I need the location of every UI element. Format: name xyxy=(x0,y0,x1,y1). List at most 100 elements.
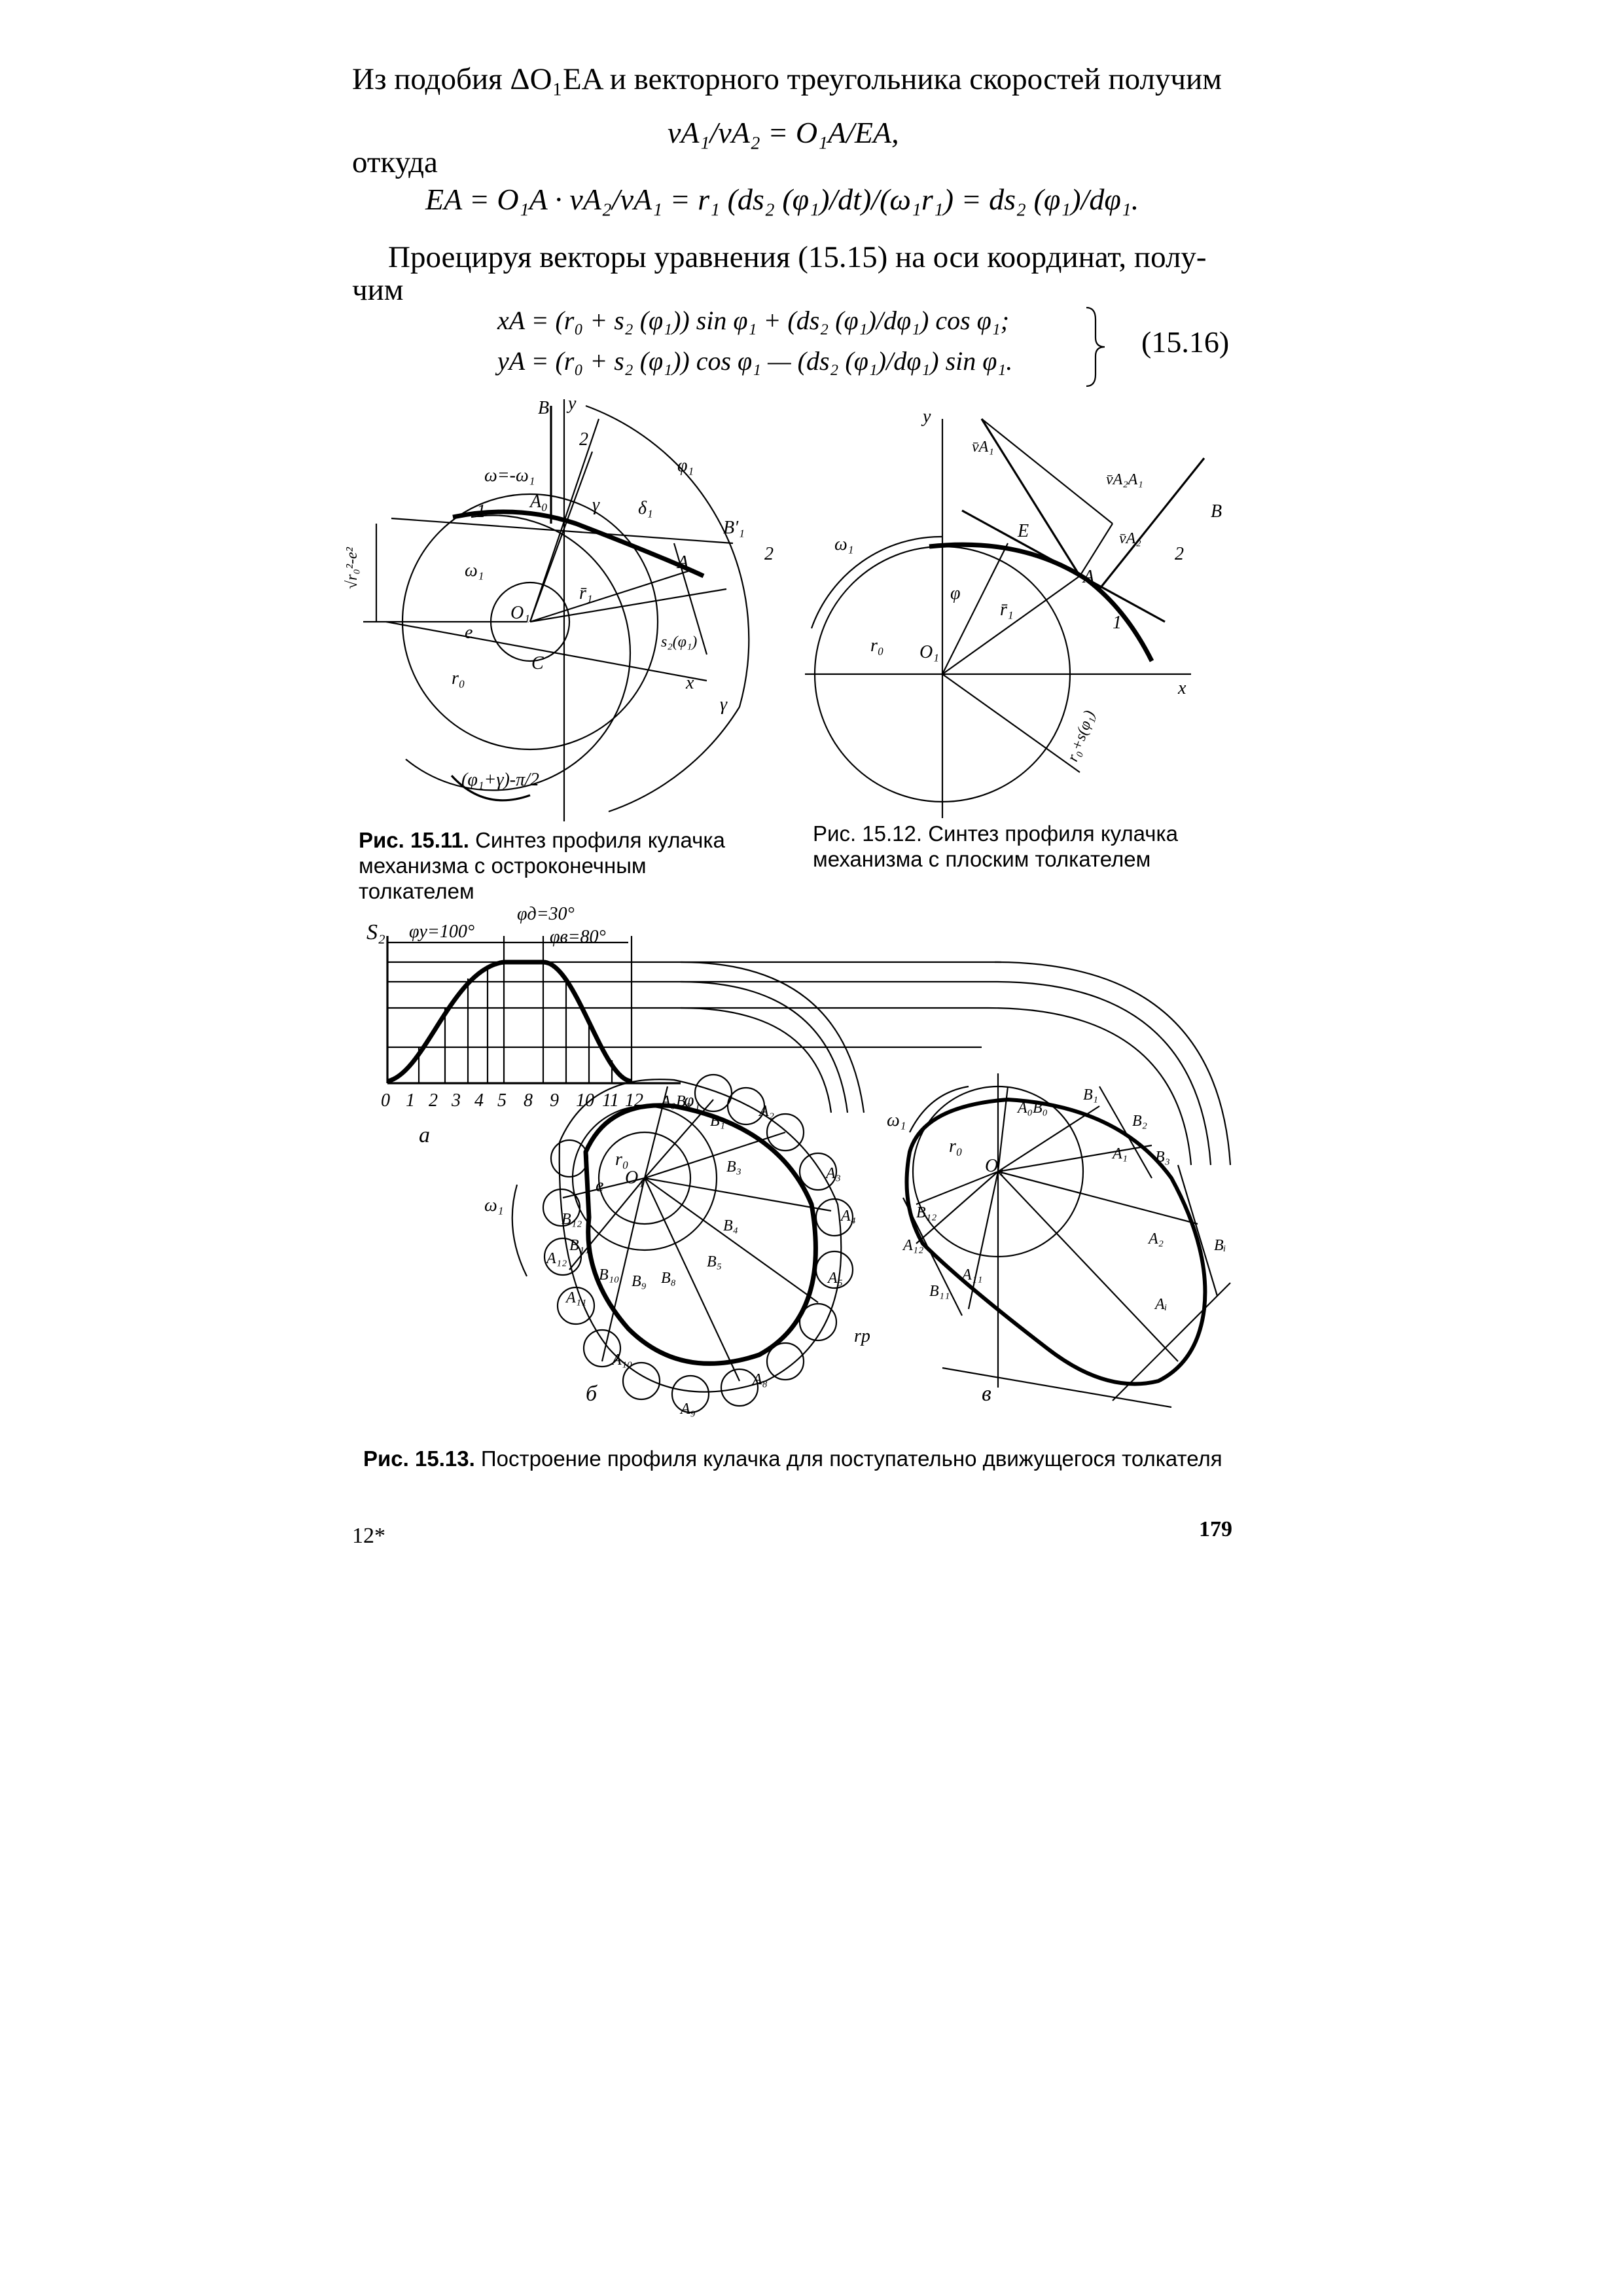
equation-brace xyxy=(1086,306,1105,387)
fig13-b-A10: A₁₀ xyxy=(611,1352,632,1369)
fig13-v-A1: A₁ xyxy=(1111,1145,1128,1162)
caption-fig-15-13: Рис. 15.13. Построение профиля кулачка д… xyxy=(363,1446,1234,1472)
fig13-b-A5: A₅ xyxy=(827,1270,843,1287)
radius-e-12 xyxy=(942,543,1008,675)
fig13-label-O1-b: O₁ xyxy=(625,1168,645,1188)
projection-arc-3 xyxy=(680,1007,832,1113)
fig12-label-vA2A1: v̄A₂A₁ xyxy=(1106,471,1143,488)
equation-velocity-ratio: vA₁/vA₂ = O₁A/EA, xyxy=(668,116,899,149)
tick-11: 11 xyxy=(602,1090,619,1111)
fig13-b-B9: B₉ xyxy=(632,1273,647,1290)
roller-2 xyxy=(726,1086,766,1126)
fig13-label-phib: φв=80° xyxy=(550,927,606,947)
fig11-label-2-right: 2 xyxy=(764,544,774,564)
projection-arc-1 xyxy=(680,961,865,1113)
roller-12 xyxy=(582,1329,622,1368)
omega-arrow-b xyxy=(511,1184,527,1277)
fig13-b-A8: A₈ xyxy=(751,1371,768,1388)
fig11-label-1: 1 xyxy=(476,501,486,522)
ray-v-0 xyxy=(997,1086,1009,1172)
roller-8 xyxy=(766,1342,805,1381)
ray-v-2 xyxy=(997,1144,1152,1173)
radius-r0s xyxy=(942,673,1080,773)
fig13-v-B1: B₁ xyxy=(1083,1086,1098,1103)
fig13-b-B5: B₅ xyxy=(707,1253,722,1270)
radius-r1 xyxy=(529,568,694,623)
roller-15 xyxy=(542,1188,581,1227)
fig11-label-bottom: (φ₁+γ)-π/2 xyxy=(461,770,539,790)
caption-fig-15-12-number: Рис. 15.12. xyxy=(813,821,923,846)
fig13-label-r0: r₀ xyxy=(615,1149,629,1170)
fig11-label-gamma2: γ xyxy=(720,694,728,715)
fig11-label-omega1: ω₁ xyxy=(465,560,484,581)
fig12-label-vA1: v̄A₁ xyxy=(972,439,994,456)
theoretical-profile-b xyxy=(558,1079,842,1393)
fig13-b-B4: B₄ xyxy=(723,1217,738,1234)
fig11-label-A: A xyxy=(676,552,689,573)
vector-vA2 xyxy=(1079,523,1113,577)
bottom-arrow xyxy=(450,774,531,802)
fig13-b-B12: B₁₂ xyxy=(562,1211,582,1228)
fig13-b-A2: A₂ xyxy=(758,1103,774,1120)
fig13-label-phid: φд=30° xyxy=(517,904,575,924)
cam-profile-12 xyxy=(929,542,1154,662)
fig13-label-a: a xyxy=(419,1123,430,1147)
caption-fig-15-12: Рис. 15.12. Синтез профиля кулачка механ… xyxy=(813,821,1232,872)
phi-arc-lower xyxy=(608,706,740,813)
follower-guide xyxy=(1098,457,1205,590)
roller-3 xyxy=(766,1113,805,1152)
fig11-label-omega-eq: ω=-ω₁ xyxy=(484,465,535,486)
figure-15-13-v: ω₁ r₀ O₁ A₀B₀ B₁ A₁ B₂ B₃ A₂ Bᵢ Aᵢ B₁₂ A… xyxy=(887,1073,1231,1408)
projection-arc-5 xyxy=(994,980,1212,1166)
projection-arc-4 xyxy=(994,961,1232,1166)
caption-fig-15-11-number: Рис. 15.11. xyxy=(359,828,469,852)
fig12-label-1: 1 xyxy=(1113,613,1122,633)
tangent-v-3 xyxy=(1112,1282,1231,1401)
tick-3: 3 xyxy=(451,1090,461,1111)
roller-10 xyxy=(671,1374,710,1414)
vector-vA2A1 xyxy=(981,418,1113,524)
fig11-label-A0: A₀ xyxy=(529,492,548,512)
fig11-label-y: y xyxy=(566,393,577,414)
equation-ya: yA = (r₀ + s₂ (φ₁)) cos φ₁ — (ds₂ (φ₁)/d… xyxy=(497,346,1013,376)
fig11-label-s2: s₂(φ₁) xyxy=(661,634,697,651)
caption-fig-15-13-number: Рис. 15.13. xyxy=(363,1446,475,1471)
fig11-label-phi1: φ₁ xyxy=(677,456,694,476)
ray-b-7 xyxy=(569,1177,645,1270)
fig13-b-B8: B₈ xyxy=(661,1270,676,1287)
ray-v-1 xyxy=(997,1105,1100,1172)
fig11-label-r0: r₀ xyxy=(452,668,465,689)
fig13-b-A12: A₁₂ xyxy=(545,1250,567,1267)
equation-ea: EA = O₁A · vA₂/vA₁ = r₁ (ds₂ (φ₁)/dt)/(ω… xyxy=(425,183,1139,216)
equation-xa: xA = (r₀ + s₂ (φ₁)) sin φ₁ + (ds₂ (φ₁)/d… xyxy=(497,306,1010,335)
radius-upper xyxy=(529,418,600,622)
fig13-v-B2: B₂ xyxy=(1132,1113,1147,1130)
text-line-3a: Проецируя векторы уравнения (15.15) на о… xyxy=(388,240,1207,274)
cam-profile xyxy=(452,509,705,579)
fig13-label-O1-v: O₁ xyxy=(985,1156,1005,1176)
roller-11 xyxy=(622,1361,661,1401)
fig12-label-r1: r̄₁ xyxy=(1000,600,1014,620)
roller-13 xyxy=(556,1286,596,1325)
fig13-b-B11: B₁₁ xyxy=(569,1237,590,1254)
omega-arc-12 xyxy=(810,535,943,629)
fig12-label-phi: φ xyxy=(950,583,961,603)
tick-2: 2 xyxy=(429,1090,438,1111)
caption-fig-15-11-text: Синтез профиля кулачка механизма с остро… xyxy=(359,828,725,903)
radius-lower xyxy=(673,543,708,655)
text-line-3b: чим xyxy=(352,273,404,307)
tick-8: 8 xyxy=(524,1090,533,1111)
ray-b-4 xyxy=(644,1177,819,1303)
roller-1 xyxy=(694,1073,733,1113)
ray-b-3 xyxy=(644,1177,832,1212)
fig13-label-rp: rр xyxy=(854,1326,870,1346)
fig11-label-B: B xyxy=(538,398,549,418)
fig11-label-side: √r₀²-e² xyxy=(344,547,361,589)
inner-circle-b xyxy=(597,1131,692,1225)
fig13-v-B11: B₁₁ xyxy=(929,1283,950,1300)
radius-r1-12 xyxy=(942,575,1080,675)
fig13-b-B3: B₃ xyxy=(726,1158,741,1175)
projection-arc-2 xyxy=(680,980,849,1113)
cam-profile-v xyxy=(904,1097,1207,1386)
